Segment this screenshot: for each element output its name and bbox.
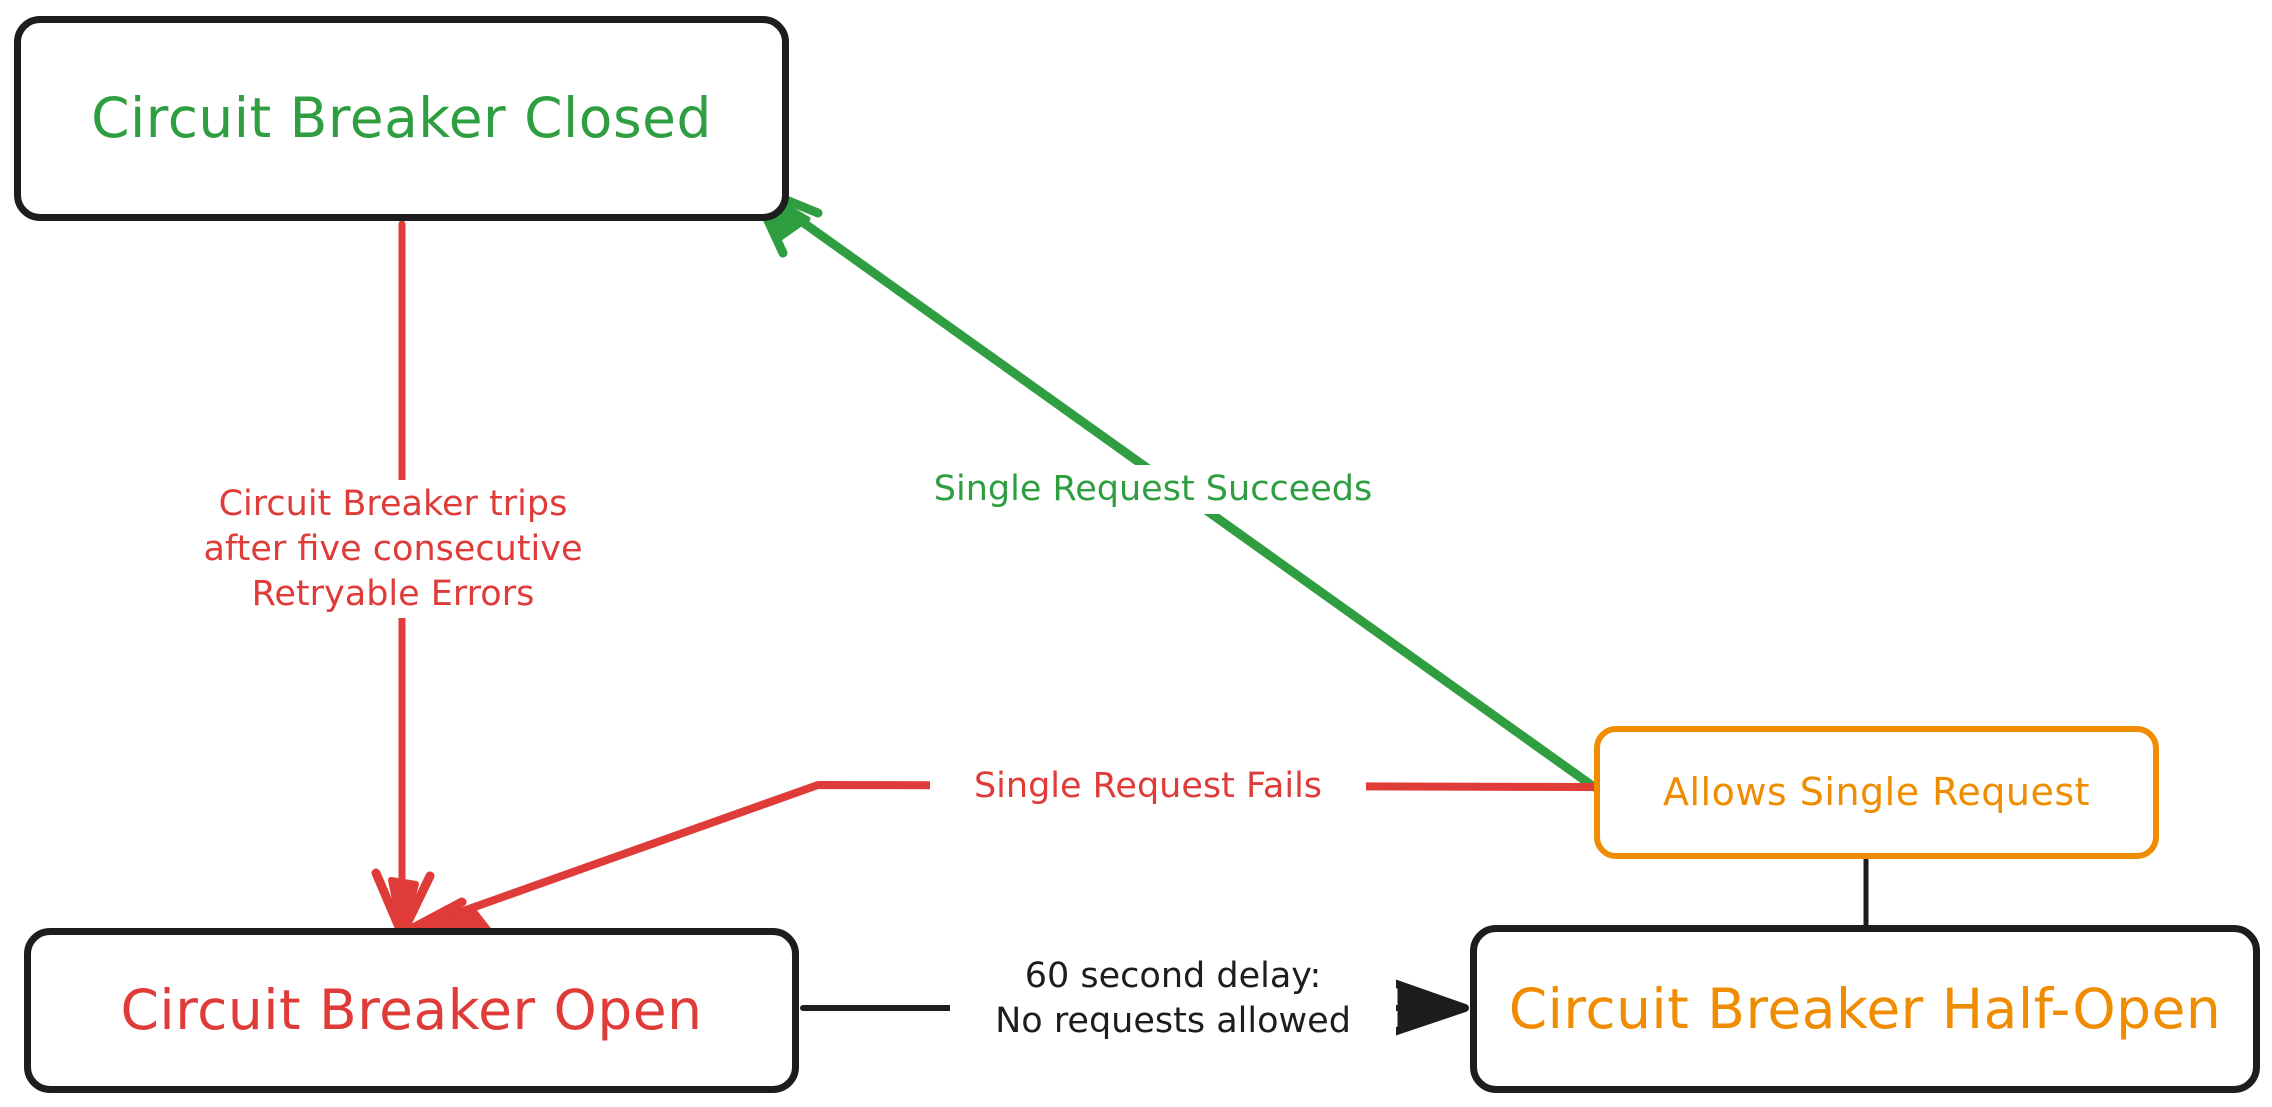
edge-closed-to-open	[371, 220, 435, 939]
node-circuit-breaker-open[interactable]: Circuit Breaker Open	[24, 928, 799, 1093]
node-label-circuit-breaker-half-open: Circuit Breaker Half-Open	[1508, 976, 2222, 1041]
node-circuit-breaker-closed[interactable]: Circuit Breaker Closed	[14, 16, 789, 221]
edge-allows-to-open	[393, 781, 1598, 941]
edge-open-to-halfopen	[800, 977, 1469, 1038]
node-circuit-breaker-half-open[interactable]: Circuit Breaker Half-Open	[1470, 925, 2260, 1093]
node-label-allows-single-request: Allows Single Request	[1662, 769, 2091, 814]
node-allows-single-request[interactable]: Allows Single Request	[1594, 726, 2159, 859]
node-label-circuit-breaker-open: Circuit Breaker Open	[120, 978, 703, 1043]
node-label-circuit-breaker-closed: Circuit Breaker Closed	[91, 86, 712, 151]
edge-allows-to-closed	[747, 181, 1599, 792]
